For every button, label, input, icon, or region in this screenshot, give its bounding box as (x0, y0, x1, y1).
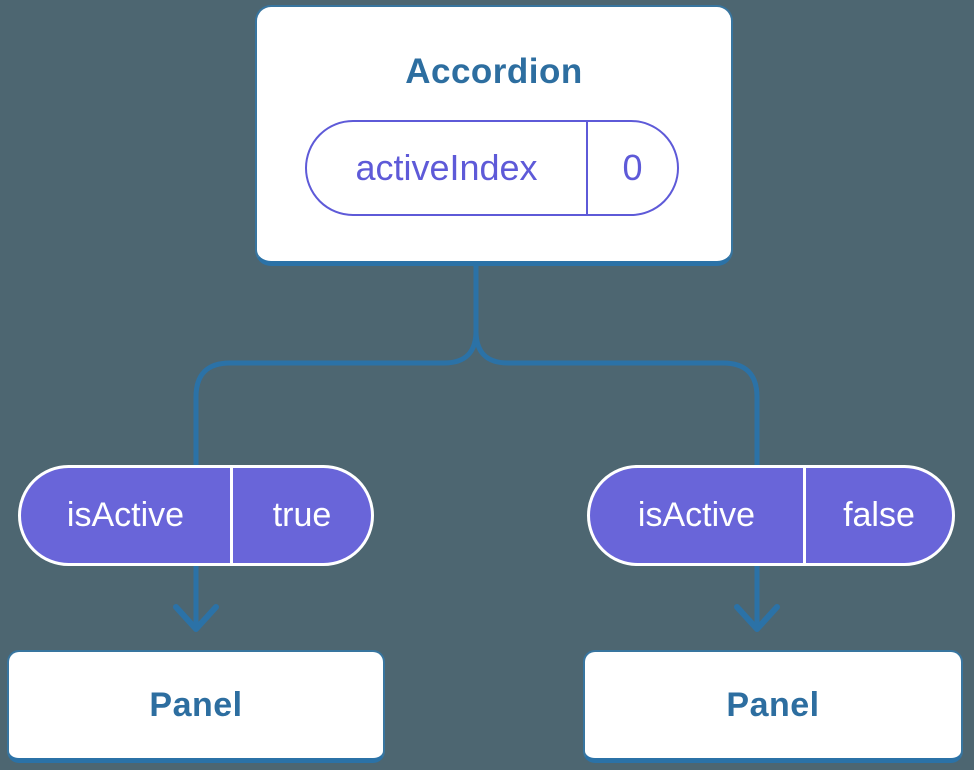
prop-pill-left-divider (230, 468, 233, 563)
panel-card-left: Panel (7, 650, 385, 763)
prop-pill-right-value: false (843, 496, 915, 534)
prop-pill-right: isActive false (587, 465, 955, 566)
accordion-card: Accordion activeIndex 0 (255, 5, 733, 266)
prop-pill-right-name: isActive (637, 496, 756, 534)
arrow-down-left-icon (173, 604, 219, 632)
prop-pill-left-value: true (272, 496, 332, 534)
connector-branch-right (473, 266, 760, 626)
prop-pill-left-name: isActive (66, 496, 185, 534)
connector-branch-left (193, 266, 479, 626)
accordion-title: Accordion (405, 52, 583, 91)
panel-card-right: Panel (583, 650, 963, 763)
panel-right-label: Panel (726, 685, 820, 724)
state-pill-divider (586, 122, 588, 214)
state-pill-value: 0 (622, 147, 643, 188)
prop-pill-left: isActive true (18, 465, 374, 566)
panel-left-label: Panel (149, 685, 243, 724)
prop-pill-right-divider (803, 468, 806, 563)
arrow-down-right-icon (734, 604, 780, 632)
state-pill-name: activeIndex (355, 147, 538, 188)
state-pill: activeIndex 0 (305, 120, 679, 216)
